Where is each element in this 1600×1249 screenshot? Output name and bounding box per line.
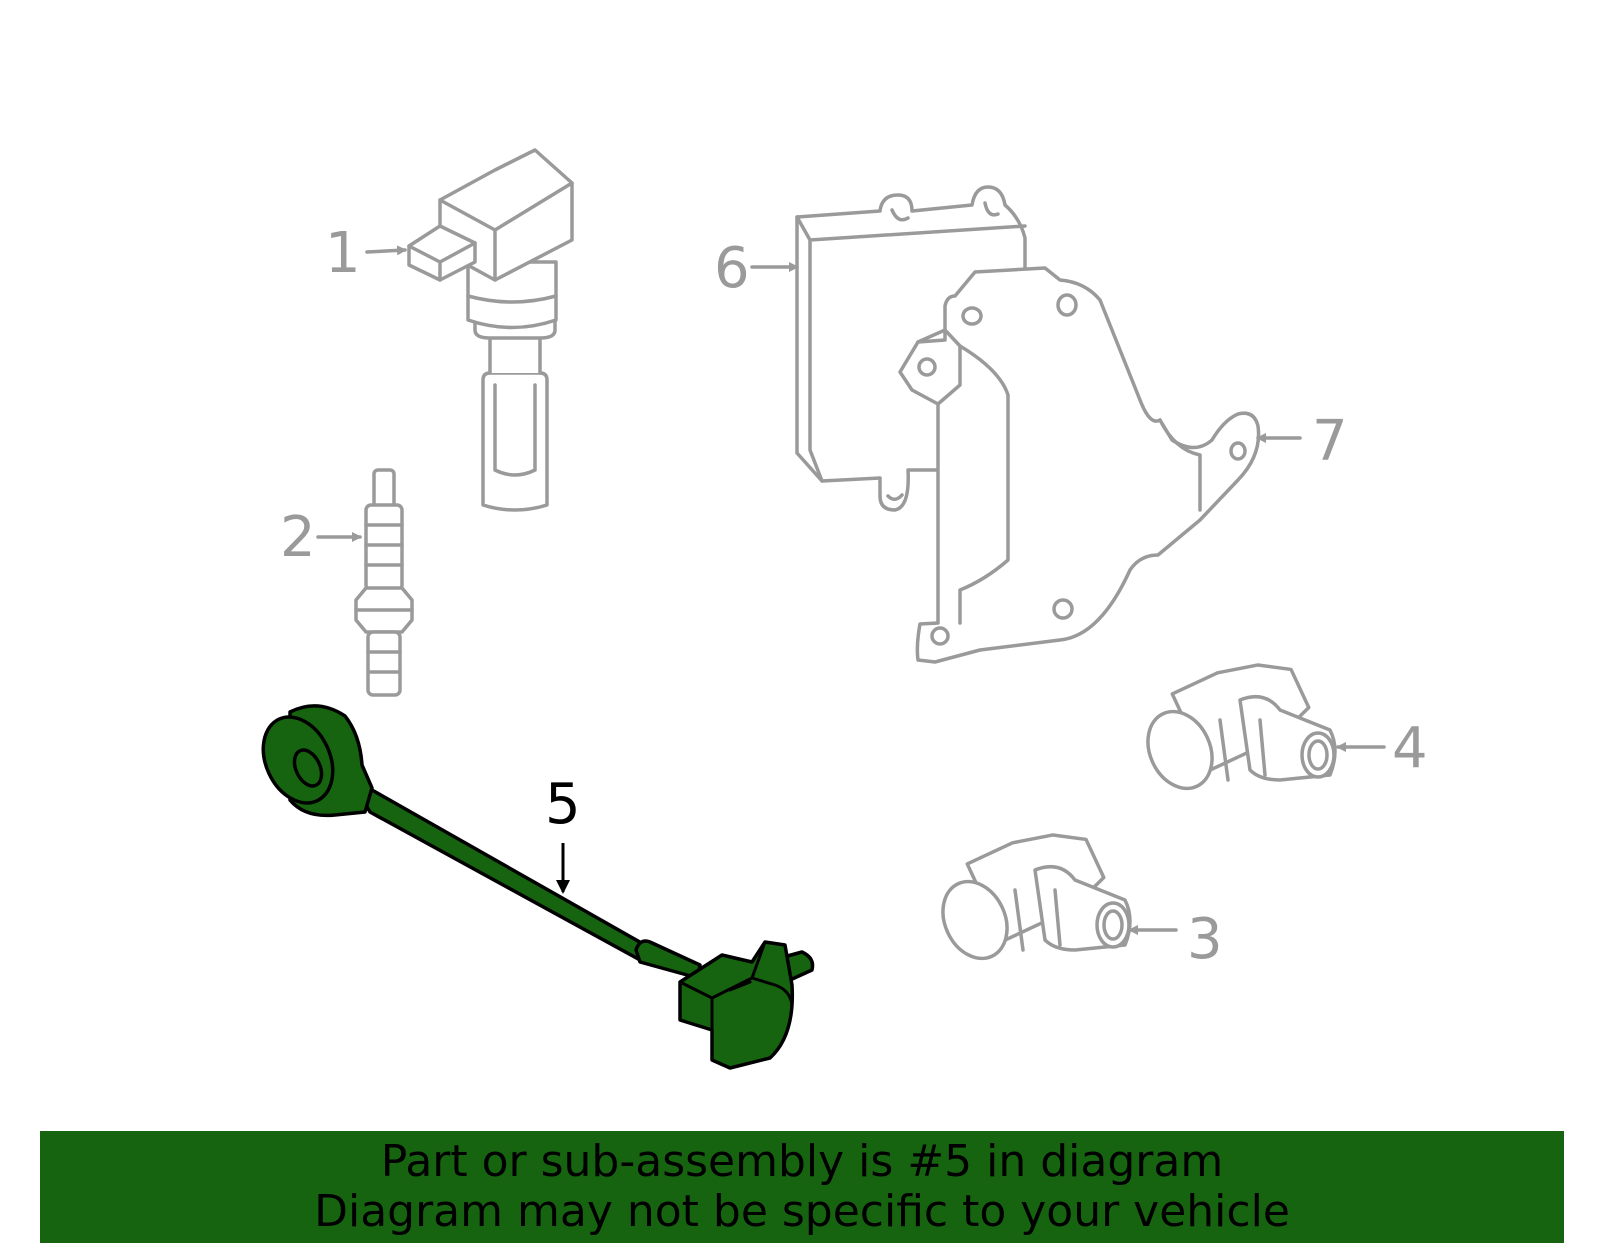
banner-line-part-reference: Part or sub-assembly is #5 in diagram	[380, 1136, 1224, 1187]
part-5-knock-sensor[interactable]	[250, 704, 815, 1070]
callout-label-1: 1	[325, 221, 361, 286]
callout-label-7: 7	[1312, 409, 1348, 474]
callout-label-6: 6	[714, 236, 750, 301]
banner-line-disclaimer: Diagram may not be specific to your vehi…	[314, 1186, 1290, 1237]
callout-label-3: 3	[1187, 907, 1223, 972]
callout-label-5: 5	[545, 772, 581, 837]
callout-label-4: 4	[1392, 716, 1428, 781]
part-4-position-sensor[interactable]	[1136, 644, 1337, 799]
part-3-position-sensor[interactable]	[931, 814, 1132, 969]
part-7-mounting-bracket[interactable]	[898, 266, 1261, 664]
part-1-ignition-coil[interactable]	[407, 148, 574, 512]
callout-arrow-1	[365, 245, 407, 256]
info-banner: Part or sub-assembly is #5 in diagram Di…	[40, 1131, 1564, 1243]
part-2-spark-plug[interactable]	[354, 468, 414, 697]
callout-label-2: 2	[280, 505, 316, 570]
